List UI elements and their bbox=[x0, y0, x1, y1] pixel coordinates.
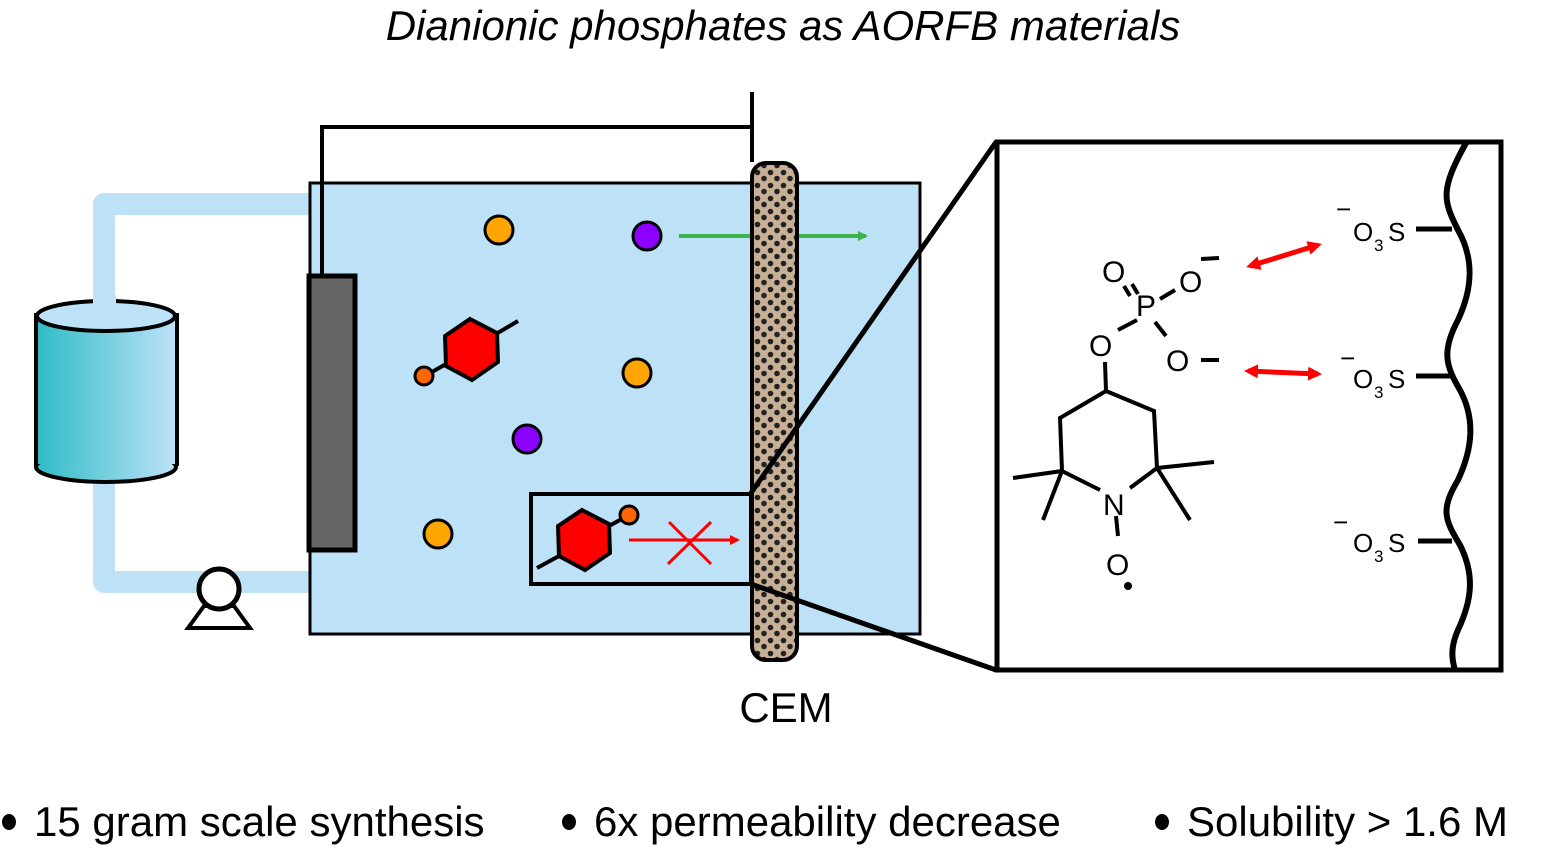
atom-label: O bbox=[1179, 266, 1202, 299]
highlight-item: 6x permeability decrease bbox=[562, 798, 1061, 846]
charge-label: − bbox=[1333, 507, 1348, 537]
atom-label: O bbox=[1106, 549, 1129, 582]
membrane-label: CEM bbox=[739, 684, 832, 731]
bullet-icon bbox=[562, 813, 576, 830]
zoom-inset-panel bbox=[994, 139, 1504, 673]
charge-label: − bbox=[1336, 194, 1351, 224]
sulfonate-group: − O 3 S bbox=[1336, 194, 1452, 255]
bullet-icon bbox=[1155, 813, 1169, 830]
cation-orange bbox=[621, 357, 653, 389]
redox-molecule bbox=[413, 316, 520, 387]
reservoir-tank-icon bbox=[34, 295, 179, 484]
cation-exchange-membrane bbox=[750, 161, 799, 662]
atom-label: S bbox=[1388, 364, 1405, 394]
pump-icon bbox=[184, 566, 254, 630]
atom-label: O bbox=[1166, 345, 1189, 378]
sulfonate-group: − O 3 S bbox=[1340, 343, 1452, 402]
sulfonate-group: − O 3 S bbox=[1333, 507, 1452, 566]
cation-orange bbox=[422, 518, 454, 550]
highlights-list: 15 gram scale synthesis 6x permeability … bbox=[0, 798, 1546, 854]
cation-purple bbox=[511, 423, 543, 455]
electrostatic-repulsion-arrow bbox=[1244, 364, 1322, 381]
blocked-cross-icon bbox=[666, 520, 713, 566]
figure-title: Dianionic phosphates as AORFB materials bbox=[385, 2, 1181, 49]
atom-label: O bbox=[1353, 528, 1373, 558]
bullet-icon bbox=[2, 813, 16, 830]
atom-label: O bbox=[1089, 330, 1112, 363]
atom-label: P bbox=[1136, 290, 1156, 323]
tempo-phosphate-molecule bbox=[1012, 256, 1220, 537]
atom-label: O bbox=[1102, 256, 1125, 289]
atom-label: S bbox=[1388, 217, 1405, 247]
charge-label: − bbox=[1340, 343, 1355, 373]
atom-label: N bbox=[1103, 489, 1125, 522]
tubing bbox=[93, 193, 310, 593]
electrostatic-repulsion-arrow bbox=[1246, 241, 1322, 270]
external-circuit-wire bbox=[320, 125, 752, 276]
subscript-label: 3 bbox=[1374, 383, 1383, 402]
electrolyte-compartment bbox=[308, 181, 922, 636]
subscript-label: 3 bbox=[1374, 547, 1383, 566]
highlight-item: Solubility > 1.6 M bbox=[1155, 798, 1508, 846]
radical-dot bbox=[1124, 582, 1132, 590]
subscript-label: 3 bbox=[1374, 236, 1383, 255]
highlight-item: 15 gram scale synthesis bbox=[2, 798, 485, 846]
electrode bbox=[306, 273, 358, 553]
atom-label: O bbox=[1353, 364, 1373, 394]
ions bbox=[422, 214, 663, 550]
cation-orange bbox=[483, 214, 515, 246]
zoom-line-bottom bbox=[750, 581, 997, 673]
tube-top bbox=[93, 193, 310, 305]
tube-bottom bbox=[93, 470, 310, 593]
highlight-text: 6x permeability decrease bbox=[594, 798, 1061, 845]
highlight-text: 15 gram scale synthesis bbox=[34, 798, 485, 845]
atom-label: O bbox=[1353, 217, 1373, 247]
atom-label: S bbox=[1388, 528, 1405, 558]
redox-molecule-blocked bbox=[536, 504, 640, 573]
zoom-line-top bbox=[748, 140, 999, 495]
membrane-surface bbox=[1443, 141, 1474, 671]
cation-purple bbox=[631, 220, 663, 252]
molecule-atom-labels: O P O O O N O bbox=[1089, 256, 1202, 590]
highlight-text: Solubility > 1.6 M bbox=[1187, 798, 1508, 845]
